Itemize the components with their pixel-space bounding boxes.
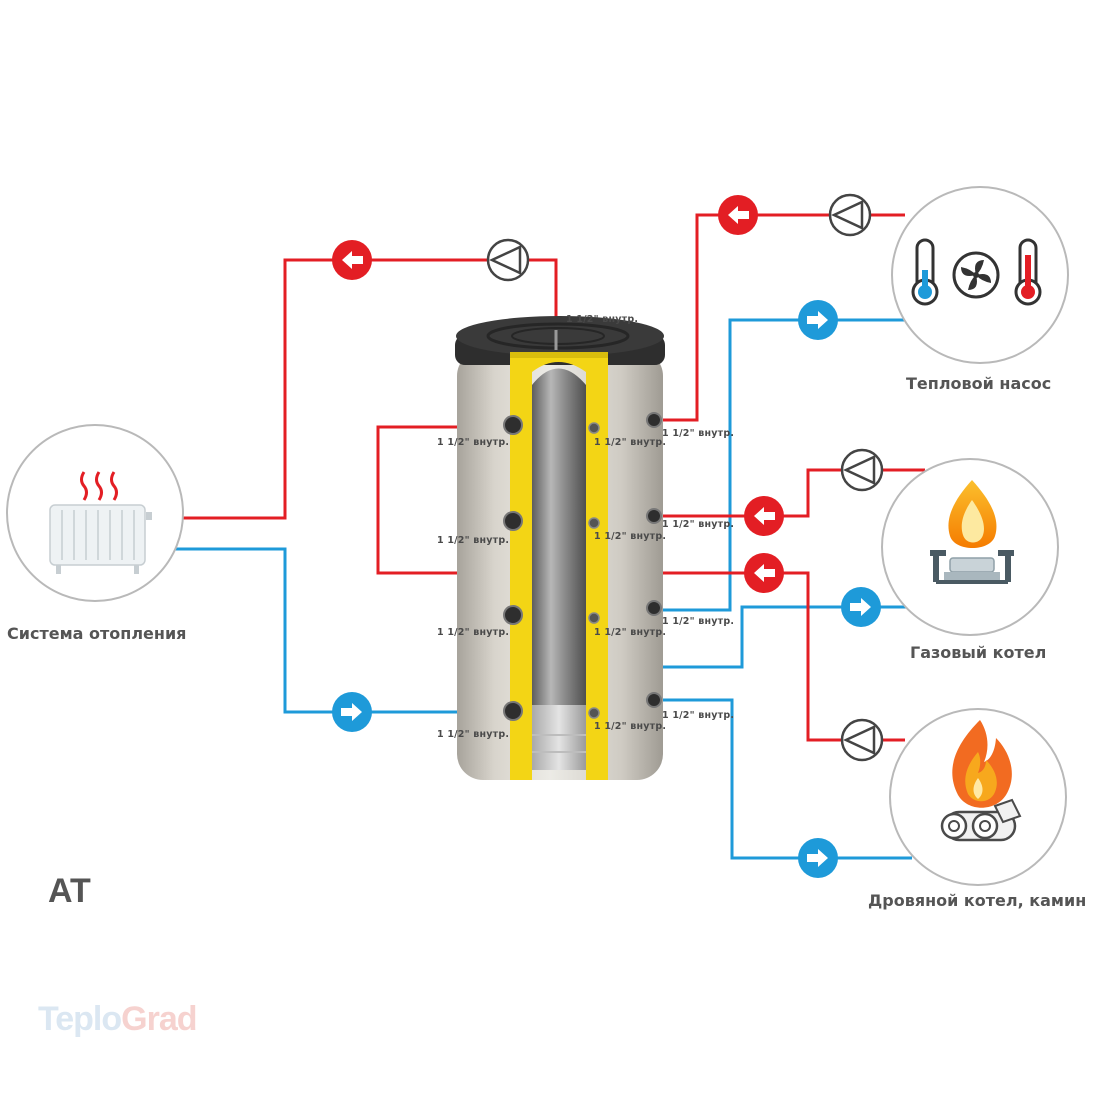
gas-boiler-device — [881, 458, 1059, 636]
flow-arrow-wood-return — [798, 838, 838, 878]
heating-system-device — [6, 424, 184, 602]
port-r2 — [646, 508, 662, 524]
watermark-logo: TeploGrad — [38, 1000, 198, 1038]
port-label-inner-1: 1 1/2" внутр. — [594, 437, 667, 448]
gas-burner-icon — [930, 480, 1014, 584]
heating-return-pipe — [160, 547, 512, 714]
port-l3 — [503, 605, 523, 625]
heating-system-label: Система отопления — [7, 624, 187, 643]
fire-logs-icon — [940, 720, 1022, 842]
inner-bottom — [532, 705, 586, 770]
port-label-inner-3: 1 1/2" внутр. — [594, 627, 667, 638]
heat-pump-supply-pipe — [655, 213, 905, 422]
heating-supply-pipe — [160, 258, 558, 520]
port-l1 — [503, 415, 523, 435]
port-label-left-4: 1 1/2" внутр. — [437, 729, 510, 740]
wood-boiler-device — [889, 708, 1067, 886]
heat-pump-icon — [911, 238, 1042, 306]
port-l4 — [503, 701, 523, 721]
port-r4 — [646, 692, 662, 708]
port-label-left-2: 1 1/2" внутр. — [437, 535, 510, 546]
inner-vessel — [532, 368, 586, 770]
port-l2 — [503, 511, 523, 531]
flow-arrow-heatpump-supply — [718, 195, 758, 235]
heat-pump-label: Тепловой насос — [906, 374, 1052, 393]
buffer-tank — [455, 316, 665, 780]
flow-arrow-wood-supply — [744, 553, 784, 593]
tank-top — [456, 316, 664, 356]
heat-pump-device — [891, 186, 1069, 364]
flow-arrows — [332, 195, 881, 878]
port-label-top: 1 1/2" внутр. — [566, 314, 639, 325]
port-label-inner-2: 1 1/2" внутр. — [594, 531, 667, 542]
right-inner-ports — [588, 422, 600, 719]
radiator-icon — [49, 471, 152, 574]
pump-wood — [840, 718, 884, 762]
port-label-left-1: 1 1/2" внутр. — [437, 437, 510, 448]
pump-heat-pump — [828, 193, 872, 237]
port-label-outer-2: 1 1/2" внутр. — [662, 519, 735, 530]
port-label-outer-4: 1 1/2" внутр. — [662, 710, 735, 721]
left-ports — [503, 415, 523, 721]
port-r3 — [646, 600, 662, 616]
gas-boiler-label: Газовый котел — [910, 643, 1047, 662]
wood-boiler-label: Дровяной котел, камин — [868, 891, 1087, 910]
flow-arrow-heatpump-return — [798, 300, 838, 340]
flow-arrow-gas-supply — [744, 496, 784, 536]
gas-supply-pipe — [655, 468, 925, 518]
model-title: AT — [48, 872, 91, 910]
pump-gas — [840, 448, 884, 492]
port-label-outer-3: 1 1/2" внутр. — [662, 616, 735, 627]
flow-arrow-heating-supply — [332, 240, 372, 280]
port-r1 — [646, 412, 662, 428]
flow-arrow-heating-return — [332, 692, 372, 732]
pumps — [486, 193, 884, 762]
port-label-inner-4: 1 1/2" внутр. — [594, 721, 667, 732]
flow-arrow-gas-return — [841, 587, 881, 627]
port-label-outer-1: 1 1/2" внутр. — [662, 428, 735, 439]
insulation-layer — [510, 352, 608, 780]
right-outer-ports — [646, 412, 662, 708]
port-label-left-3: 1 1/2" внутр. — [437, 627, 510, 638]
pump-heating — [486, 238, 530, 282]
